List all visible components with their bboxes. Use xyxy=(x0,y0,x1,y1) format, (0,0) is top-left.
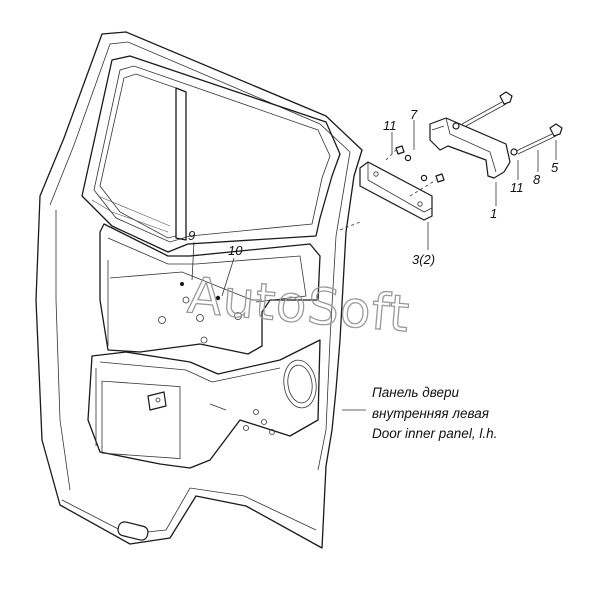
callout-11-right: 11 xyxy=(510,180,524,195)
callout-labels: 11 7 1 11 8 5 3(2) 9 10 xyxy=(188,107,559,267)
callout-7: 7 xyxy=(410,107,418,122)
callout-5: 5 xyxy=(551,160,559,175)
door-inner-panel xyxy=(35,31,363,549)
panel-caption: Панель двери внутренняя левая Door inner… xyxy=(372,385,497,441)
caption-line-2: внутренняя левая xyxy=(372,406,489,421)
callout-9: 9 xyxy=(188,228,195,243)
callout-10: 10 xyxy=(228,243,243,258)
window-frame xyxy=(81,55,341,253)
trim-recess-upper xyxy=(99,223,321,355)
leader-lines xyxy=(191,120,557,411)
callout-1: 1 xyxy=(490,206,497,221)
trim-recess-lower xyxy=(87,339,321,469)
callout-11-left: 11 xyxy=(383,118,397,133)
handle-assembly xyxy=(339,91,563,231)
callout-3-2: 3(2) xyxy=(412,252,435,267)
caption-line-3: Door inner panel, l.h. xyxy=(372,426,497,441)
caption-line-1: Панель двери xyxy=(372,385,459,400)
callout-8: 8 xyxy=(533,172,541,187)
watermark-text: AutoSoft xyxy=(185,266,412,343)
